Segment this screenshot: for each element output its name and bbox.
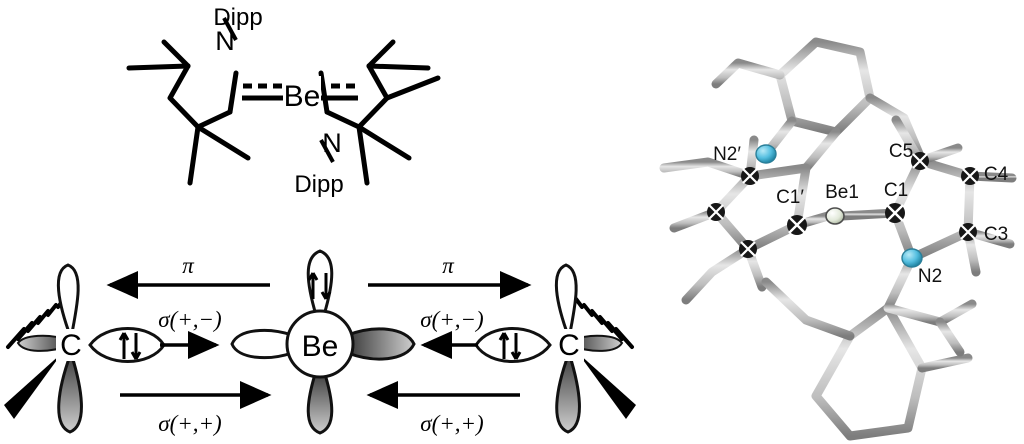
orbital-diagram-svg: C Be [4, 249, 636, 436]
lewis-left-ring [126, 39, 251, 186]
label-sigma-pm-left: σ(+,−) [158, 307, 221, 332]
carbon-atom-ellipsoid [741, 167, 759, 185]
be-lobe-bottom [306, 369, 334, 435]
atom-label-n2: N2 [918, 266, 942, 287]
dipp-label-left: Dipp [213, 4, 262, 31]
right-c-p-orbital-empty [554, 263, 578, 344]
atom-label-c1: C1 [884, 180, 908, 201]
atom-label-c3: C3 [984, 224, 1008, 245]
be-lobe-left-empty [230, 328, 294, 360]
be-lobe-right-filled [346, 327, 416, 361]
donation-arrows [106, 271, 532, 409]
beryllium-center-label: Be [302, 330, 339, 363]
carbene-be-bond-right [315, 83, 358, 101]
crystal-structure-panel: N2′ C1′ Be1 C1 C5 C4 C3 N2 [620, 0, 1024, 444]
solid-wedge-left [4, 353, 62, 419]
left-c-lone-pair-lobe [88, 327, 166, 363]
hashed-wedge-right [574, 297, 634, 349]
lewis-structure-svg: N N Dipp Dipp Be [126, 4, 441, 198]
nitrogen-atom-n2 [901, 248, 923, 268]
lewis-right-ring [318, 39, 441, 186]
right-c-label-backing [554, 329, 584, 361]
nitrogen-label-right: N [322, 128, 342, 158]
be-core-circle [285, 309, 355, 379]
pyrrolidine-ring-left [711, 163, 811, 254]
beryllium-center: Be [230, 249, 416, 435]
label-sigma-pp-right: σ(+,+) [420, 411, 483, 436]
carbon-atom-ellipsoid [959, 223, 977, 241]
carbene-be-bond-left [242, 83, 288, 101]
electron-pair-left-c [118, 332, 142, 360]
left-carbon-label: C [60, 329, 82, 362]
nitrogen-label-left: N [215, 26, 235, 56]
be-label-backing [283, 76, 321, 112]
left-carbon-center: C [4, 263, 166, 434]
electron-pair-right-c [498, 332, 522, 360]
label-pi-left: π [182, 253, 195, 278]
nitrogen-atom-n2prime [755, 144, 777, 164]
electron-pair-be-top [307, 272, 332, 300]
atom-label-c5: C5 [889, 141, 913, 162]
left-c-label-backing [56, 329, 86, 361]
solid-wedge-right [578, 353, 636, 419]
crystal-structure-svg: N2′ C1′ Be1 C1 C5 C4 C3 N2 [659, 37, 1017, 441]
dipp-label-right: Dipp [294, 171, 343, 198]
right-carbon-label: C [558, 329, 580, 362]
left-c-lobe-filled [57, 348, 83, 434]
atoms [707, 144, 979, 268]
left-c-p-orbital-empty [56, 263, 80, 344]
lewis-structure-panel: N N Dipp Dipp Be [0, 0, 540, 230]
lewis-ring-n-bonds [222, 17, 335, 163]
label-sigma-pp-left: σ(+,+) [158, 411, 221, 436]
atom-label-c4: C4 [984, 164, 1009, 185]
carbon-atom-ellipsoid [961, 167, 979, 185]
carbon-atom-ellipsoid [885, 203, 905, 223]
carbon-atom-ellipsoid [787, 215, 807, 235]
pyrrolidine-ring-right [890, 156, 975, 263]
carbon-atom-ellipsoid [911, 152, 929, 170]
molecular-bonds [659, 37, 1017, 441]
carbon-atom-ellipsoid [707, 203, 725, 221]
beryllium-atom-be1 [825, 207, 845, 225]
carbon-atom-ellipsoid [739, 240, 757, 258]
atom-label-c1prime: C1′ [776, 187, 804, 208]
label-sigma-pm-right: σ(+,−) [420, 307, 483, 332]
orbital-interaction-panel: C Be [0, 243, 660, 444]
right-c-lobe-filled [555, 348, 581, 434]
beryllium-label: Be [284, 80, 321, 113]
right-carbon-center: C [474, 263, 636, 434]
atom-label-n2prime: N2′ [713, 144, 741, 165]
atom-label-be1: Be1 [825, 182, 859, 203]
label-pi-right: π [442, 253, 455, 278]
